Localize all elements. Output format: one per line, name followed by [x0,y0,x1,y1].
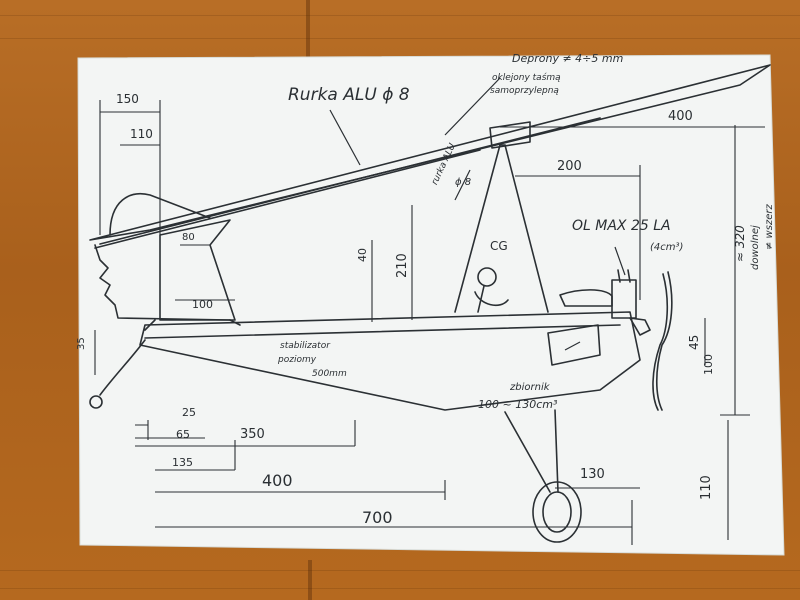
label-stabilizer-3: 500mm [312,369,347,379]
engine-block [611,279,637,319]
dim-25: 25 [182,406,196,419]
label-brace-note-2: oklejony taśmą [492,72,561,83]
label-tube-top: Rurka ALU ϕ 8 [288,85,410,105]
tail-fin [159,219,236,321]
tail-wheel [89,395,103,409]
fuel-tank [547,324,601,366]
engine-exhaust [617,269,631,283]
wood-grain [0,588,800,589]
label-stabilizer-1: stabilizator [280,341,331,351]
label-side-note-1: dowolnej [750,225,761,270]
dim-35: 35 [76,337,87,350]
wood-grain [0,38,800,39]
dim-200: 200 [557,159,582,174]
propeller-hub [629,317,651,336]
propeller-blade-back [652,273,669,411]
dim-100-tail: 100 [192,298,213,311]
label-brace-note-3: samoprzylepną [490,86,559,96]
wood-grain [0,15,800,16]
label-tank-2: 100 ~ 130cm³ [478,398,558,411]
dim-45: 45 [687,335,701,350]
dim-400-bottom: 400 [262,471,293,490]
dim-150: 150 [116,92,139,106]
dim-80: 80 [182,232,195,243]
tail-boom-join [144,319,241,331]
pilot-body [474,285,509,313]
rotor-head [489,121,531,149]
dim-100-side: 100 [702,354,715,375]
table-plank-seam-vertical-bottom [308,560,312,600]
table-plank-seam-vertical [306,0,310,60]
boom-hatching [94,117,601,249]
dim-110-gear: 110 [699,475,714,500]
dimension-lines [94,100,765,545]
dim-400-top: 400 [668,109,693,124]
paper-sheet [77,54,785,556]
fuselage-body [139,311,641,411]
mast-triangle [454,144,549,313]
dim-65: 65 [176,428,190,441]
label-stabilizer-2: poziomy [277,355,317,365]
dim-135: 135 [172,456,193,469]
label-tank-1: zbiornik [509,382,551,393]
dim-350: 350 [240,427,265,442]
dim-110: 110 [130,127,153,141]
propeller-blade [656,271,673,411]
pilot-head [477,267,497,287]
top-boom-wing [89,64,771,241]
dim-700: 700 [362,508,393,527]
landing-wheel [532,481,582,543]
tail-skid [99,339,146,396]
label-engine: OL MAX 25 LA [572,218,671,234]
label-approx-320: ≈ 320 [733,225,747,262]
label-brace-note-1: Deprony ≠ 4÷5 mm [512,52,623,65]
label-side-note-2: ≠ wszerz [764,204,775,250]
label-tube-mid-2: ϕ 8 [455,177,471,188]
tail-zigzag [94,244,231,321]
dim-210: 210 [395,253,410,278]
landing-wheel-inner [542,491,572,533]
label-cg: CG [490,239,508,253]
dim-40: 40 [356,248,369,262]
dim-130: 130 [580,467,605,482]
label-engine-volume: (4cm³) [650,242,683,253]
fuselage-inner-line [144,324,621,339]
tail-cone [109,193,211,236]
landing-gear-struts [504,409,559,493]
wood-grain [0,570,800,571]
leader-lines [329,77,626,351]
